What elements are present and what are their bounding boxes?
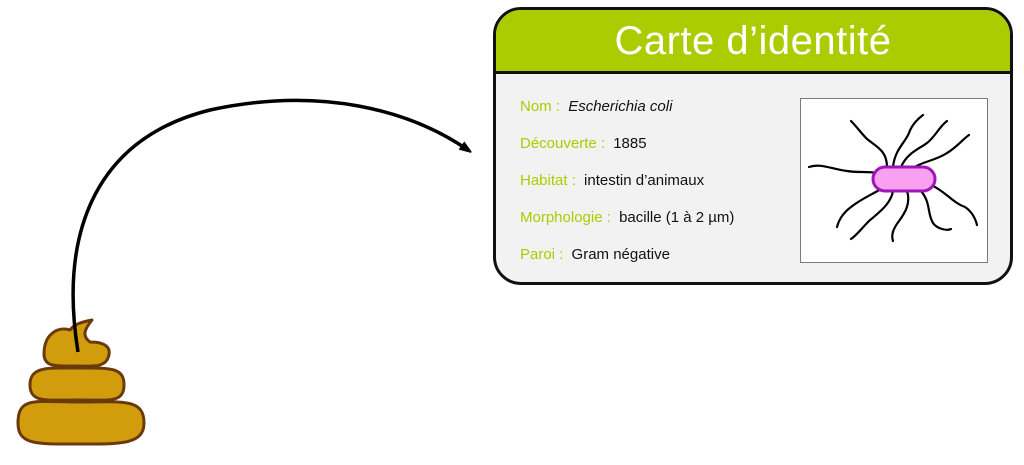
flagellum — [807, 164, 879, 175]
field-label: Morphologie : — [520, 209, 616, 226]
field-label: Paroi : — [520, 246, 568, 263]
field-label: Habitat : — [520, 172, 581, 189]
field-habitat: Habitat : intestin d’animaux — [520, 172, 734, 209]
flagellum — [891, 189, 910, 243]
field-decouverte: Découverte : 1885 — [520, 135, 734, 172]
flagellum — [835, 187, 883, 229]
flagellum — [849, 189, 895, 241]
field-label: Découverte : — [520, 135, 610, 152]
field-morphologie: Morphologie : bacille (1 à 2 µm) — [520, 209, 734, 246]
bacterium-illustration — [800, 98, 988, 263]
bacterium-icon — [807, 113, 979, 243]
flagellum — [849, 119, 889, 169]
flagellum — [909, 133, 971, 171]
field-value: Gram négative — [571, 246, 670, 263]
curved-arrow — [71, 98, 468, 353]
flagellum — [919, 189, 953, 231]
flagellum — [891, 113, 925, 169]
bacterium-body — [871, 165, 937, 193]
field-value: Escherichia coli — [568, 98, 673, 115]
field-paroi: Paroi : Gram négative — [520, 246, 734, 282]
poop-tier-middle — [28, 366, 126, 402]
field-value: 1885 — [613, 135, 647, 152]
card-title: Carte d’identité — [614, 18, 892, 63]
field-value: intestin d’animaux — [584, 172, 705, 189]
field-nom: Nom : Escherichia coli — [520, 98, 734, 135]
poop-icon — [16, 318, 146, 446]
identity-card: Carte d’identité Nom : Escherichia coli … — [493, 7, 1013, 285]
poop-tier-bottom — [16, 399, 146, 446]
card-header: Carte d’identité — [496, 10, 1010, 74]
field-label: Nom : — [520, 98, 565, 115]
card-fields: Nom : Escherichia coli Découverte : 1885… — [520, 98, 734, 282]
flagellum — [929, 183, 979, 227]
flagellum — [899, 119, 949, 169]
field-value: bacille (1 à 2 µm) — [619, 209, 735, 226]
